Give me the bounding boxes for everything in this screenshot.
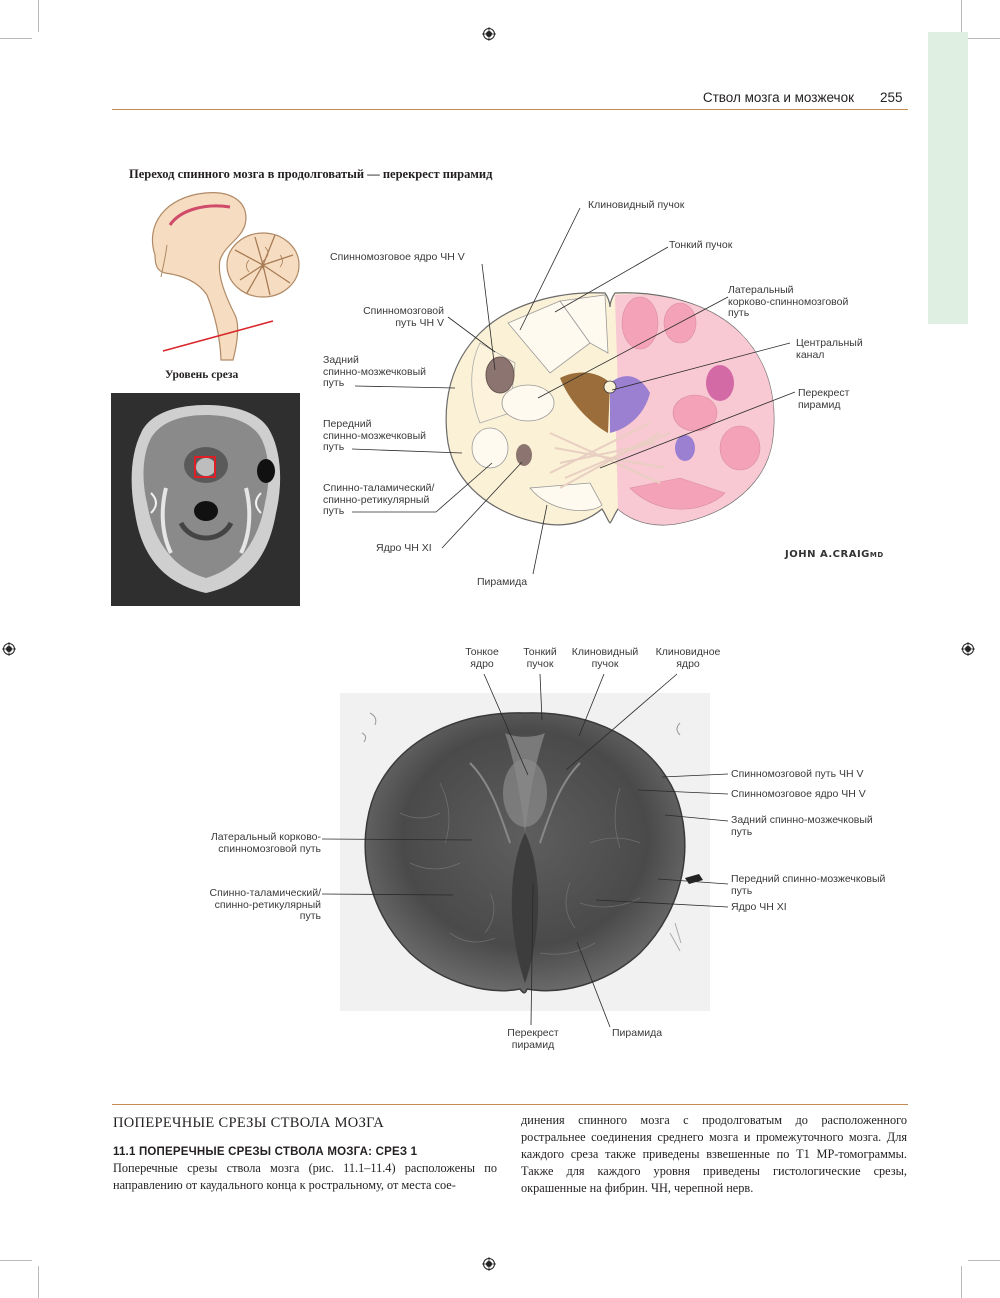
label-histo-spinal-nucleus-cn5: Спинномозговое ядро ЧН V [731,788,866,800]
registration-mark-icon [482,27,496,41]
crop-mark [0,38,32,39]
crop-mark [38,1266,39,1298]
registration-mark-icon [961,642,975,656]
chapter-side-tab [928,32,968,324]
body-text-column-1: Поперечные срезы ствола мозга (рис. 11.1… [113,1161,497,1192]
crop-mark [968,38,1000,39]
crop-mark [38,0,39,32]
section-title: ПОПЕРЕЧНЫЕ СРЕЗЫ СТВОЛА МОЗГА [113,1115,385,1131]
subsection-title: 11.1 ПОПЕРЕЧНЫЕ СРЕЗЫ СТВОЛА МОЗГА: СРЕЗ… [113,1146,418,1158]
crop-mark [968,1260,1000,1261]
label-histo-spinal-tract-cn5: Спинномозговой путь ЧН V [731,768,864,780]
page-number: 255 [880,90,903,105]
crop-mark [961,1266,962,1298]
crop-mark [961,0,962,32]
medulla-cross-section-illustration [445,292,775,526]
crop-mark [0,1260,32,1261]
figure-title: Переход спинного мозга в продолговатый —… [129,167,493,181]
label-gracile-fasciculus: Тонкий пучок [669,239,733,251]
label-histo-nucleus-cn11: Ядро ЧН XI [731,901,787,913]
label-nucleus-cn11: Ядро ЧН XI [376,542,432,554]
label-pyramid: Пирамида [477,576,528,588]
label-spinal-nucleus-cn5: Спинномозговое ядро ЧН V [330,251,465,263]
sagittal-brain-illustration [151,192,300,361]
label-histo-lateral-corticospinal: Латеральный корково-спинномозговой путь [210,831,321,855]
running-header-title: Ствол мозга и мозжечок [702,90,854,105]
registration-mark-icon [2,642,16,656]
cut-level-caption: Уровень среза [165,369,239,381]
section-rule [112,1104,908,1105]
label-cuneate-fasciculus: Клиновидный пучок [588,199,685,211]
registration-mark-icon [482,1257,496,1271]
header-rule [112,109,908,110]
histology-section-image [340,693,710,1011]
label-histo-pyramid: Пирамида [612,1027,663,1039]
body-text-column-2: динения спинного мозга с продолговатым д… [521,1113,907,1195]
illustrator-signature: JOHN A.CRAIGMD [785,549,884,560]
mri-axial-scan [111,393,300,606]
